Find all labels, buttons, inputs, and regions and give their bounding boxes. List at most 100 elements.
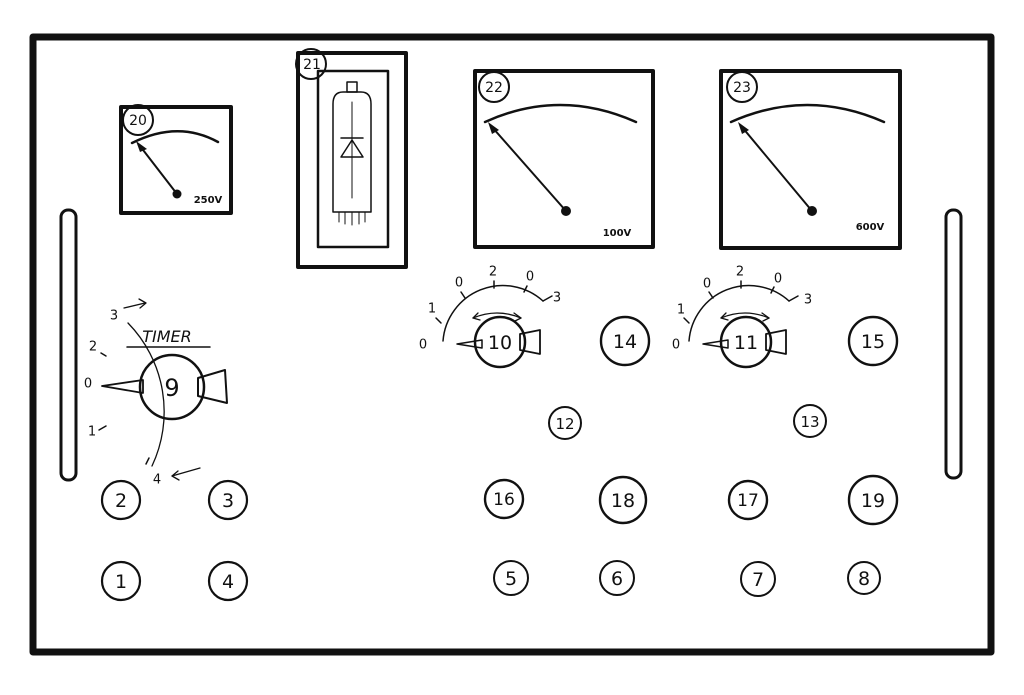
socket-2-label: 2 — [115, 490, 127, 512]
socket-8[interactable]: 8 — [847, 561, 881, 595]
timer-tick-2: 2 — [89, 340, 97, 355]
knob-10-scale-arc — [442, 284, 544, 342]
meter-20-scale-arc — [130, 130, 220, 145]
left-handle[interactable] — [59, 208, 78, 482]
tube-tag-circle — [295, 48, 327, 80]
socket-19-label: 19 — [861, 490, 885, 512]
timer-arrow-top — [123, 302, 146, 309]
knob-11-scale-arc — [688, 284, 790, 342]
socket-6[interactable]: 6 — [599, 560, 635, 596]
socket-19[interactable]: 19 — [847, 474, 899, 526]
meter-20: 20 250V — [119, 104, 233, 215]
meter-23-needle-tip — [738, 122, 749, 134]
socket-2[interactable]: 2 — [100, 479, 142, 521]
socket-4[interactable]: 4 — [207, 560, 249, 602]
tube-envelope — [332, 91, 372, 213]
socket-17-label: 17 — [737, 491, 759, 511]
socket-8-label: 8 — [858, 568, 870, 590]
knob-10-pointer — [456, 339, 483, 349]
timer-tick-0: 0 — [84, 377, 92, 392]
timer-section: TIMER 3 2 0 1 4 9 — [84, 298, 228, 488]
socket-5-label: 5 — [505, 568, 517, 590]
meter-23-tag-circle — [726, 71, 758, 103]
range-knob-11[interactable] — [719, 315, 773, 369]
meter-22-needle-tip — [488, 122, 499, 134]
knob-10-tick-1: 1 — [428, 302, 436, 317]
socket-5[interactable]: 5 — [493, 560, 529, 596]
range-knob-10[interactable] — [473, 315, 527, 369]
meter-20-pivot — [172, 189, 182, 199]
diode-triangle — [340, 139, 364, 158]
timer-knob-9[interactable] — [138, 353, 206, 421]
meter-23-needle — [741, 126, 813, 212]
knob-11-tick-0b: 0 — [703, 277, 711, 292]
socket-1[interactable]: 1 — [100, 560, 142, 602]
socket-14-label: 14 — [613, 331, 637, 353]
meter-22-needle — [491, 126, 567, 212]
socket-17[interactable]: 17 — [727, 479, 769, 521]
knob-10-tick-2: 2 — [489, 265, 497, 280]
range-knob-10-section: 0 1 0 2 0 3 10 — [419, 265, 561, 369]
timer-tick-4: 4 — [153, 473, 161, 488]
meter-22-unit: 100V — [603, 228, 632, 239]
meter-22-pivot — [561, 206, 571, 216]
meter-20-unit: 250V — [194, 195, 223, 206]
meter-20-id: 20 — [129, 113, 147, 129]
panel-frame — [29, 33, 995, 656]
timer-label: TIMER — [142, 327, 192, 346]
timer-knob-id: 9 — [164, 374, 179, 402]
socket-7-label: 7 — [752, 569, 764, 591]
timer-tick-1: 1 — [88, 425, 96, 440]
socket-12-label: 12 — [555, 415, 574, 433]
timer-knob-pointer — [101, 379, 144, 394]
socket-16-label: 16 — [493, 490, 515, 510]
knob-11-pointer — [702, 339, 729, 349]
meter-20-needle-tip — [136, 141, 147, 152]
socket-18[interactable]: 18 — [598, 475, 648, 525]
socket-15[interactable]: 15 — [847, 315, 899, 367]
meter-23-unit: 600V — [856, 222, 885, 233]
knob-10-tick-0b: 0 — [455, 276, 463, 291]
meter-20-tag-circle — [122, 104, 154, 136]
knob-11-tick-0c: 0 — [774, 272, 782, 287]
knob-10-tick-0c: 0 — [526, 270, 534, 285]
meter-20-needle — [139, 145, 178, 195]
meter-22: 22 100V — [473, 69, 655, 249]
socket-14[interactable]: 14 — [599, 315, 651, 367]
meter-23-scale-arc — [729, 103, 886, 124]
meter-22-id: 22 — [485, 80, 503, 96]
socket-18-label: 18 — [611, 490, 635, 512]
socket-12[interactable]: 12 — [548, 406, 582, 440]
socket-15-label: 15 — [861, 331, 885, 353]
range-knob-11-section: 0 1 0 2 0 3 11 — [672, 265, 812, 369]
timer-tick-3: 3 — [110, 309, 118, 324]
socket-16[interactable]: 16 — [483, 478, 525, 520]
knob-11-tick-3: 3 — [804, 293, 812, 308]
knob-10-tick-3: 3 — [553, 291, 561, 306]
timer-arrow-bottom — [171, 467, 201, 477]
meter-23-id: 23 — [733, 80, 751, 96]
tube-id: 21 — [303, 57, 321, 73]
tube-window-21: 21 — [295, 48, 408, 269]
socket-7[interactable]: 7 — [740, 561, 776, 597]
socket-13-label: 13 — [800, 413, 819, 431]
right-handle[interactable] — [944, 208, 963, 480]
socket-13[interactable]: 13 — [793, 404, 827, 438]
meter-22-scale-arc — [483, 103, 638, 124]
meter-22-tag-circle — [478, 71, 510, 103]
knob-10-grip — [519, 329, 541, 355]
knob-11-tick-1: 1 — [677, 303, 685, 318]
meter-23: 23 600V — [719, 69, 902, 250]
socket-1-label: 1 — [115, 571, 127, 593]
socket-3[interactable]: 3 — [207, 479, 249, 521]
meter-23-pivot — [807, 206, 817, 216]
socket-6-label: 6 — [611, 568, 623, 590]
range-knob-11-id: 11 — [734, 332, 758, 354]
range-knob-10-id: 10 — [488, 332, 512, 354]
knob-11-tick-2: 2 — [736, 265, 744, 280]
knob-10-tick-0: 0 — [419, 338, 427, 353]
socket-3-label: 3 — [222, 490, 234, 512]
tube-top-cap — [346, 81, 358, 93]
timer-scale-arc — [127, 322, 165, 467]
